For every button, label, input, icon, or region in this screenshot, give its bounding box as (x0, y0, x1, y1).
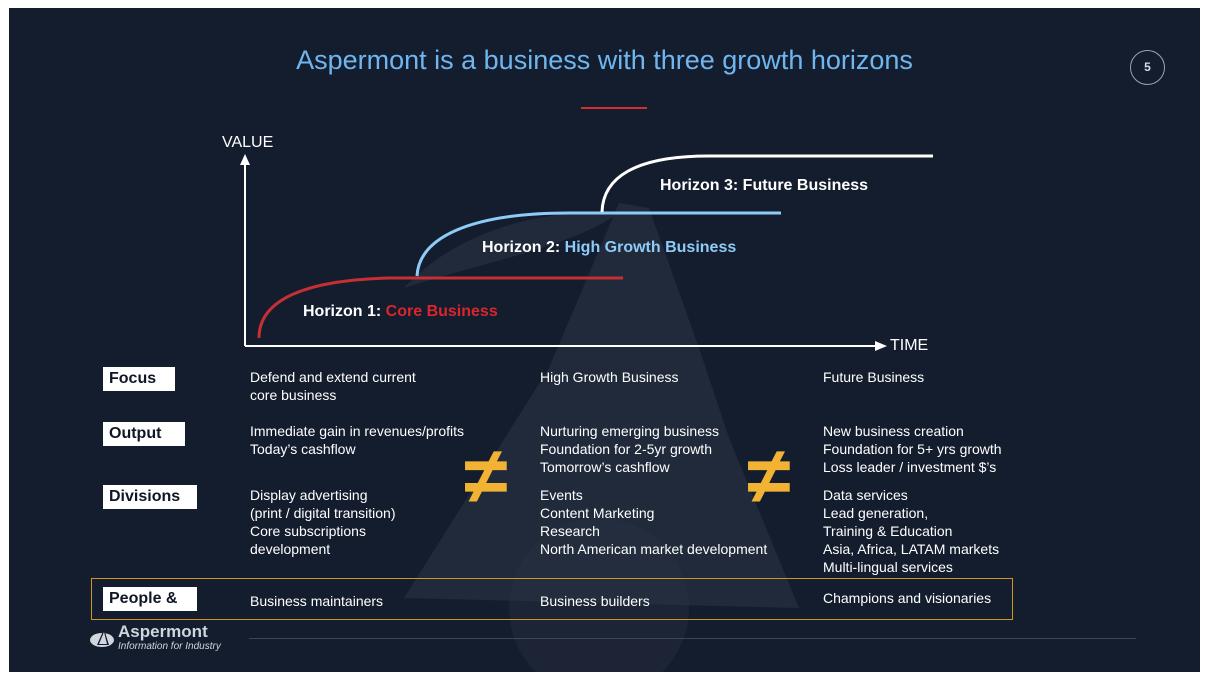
divisions-horizon-3: Data services Lead generation, Training … (823, 486, 999, 576)
slide: Aspermont is a business with three growt… (9, 8, 1200, 672)
horizon-3-prefix: Horizon 3: (660, 177, 743, 194)
horizon-1-prefix: Horizon 1: (303, 303, 386, 320)
focus-h1-line-2: core business (250, 387, 337, 403)
row-label-people: People & (103, 587, 197, 611)
divisions-h3-line-5: Multi-lingual services (823, 559, 953, 575)
divisions-h1-line-1: Display advertising (250, 487, 368, 503)
divisions-horizon-2: Events Content Marketing Research North … (540, 486, 767, 558)
people-horizon-3: Champions and visionaries (823, 589, 991, 607)
focus-horizon-1: Defend and extend current core business (250, 368, 416, 404)
output-h3-line-1: New business creation (823, 423, 964, 439)
not-equal-icon-2: ≠ (747, 431, 791, 520)
row-label-focus: Focus (103, 367, 175, 391)
people-horizon-2: Business builders (540, 592, 650, 610)
focus-h2-line-1: High Growth Business (540, 369, 679, 385)
aspermont-logo-icon (90, 629, 114, 647)
output-horizon-2: Nurturing emerging business Foundation f… (540, 422, 719, 476)
output-h1-line-1: Immediate gain in revenues/profits (250, 423, 464, 439)
focus-horizon-2: High Growth Business (540, 368, 679, 386)
people-horizon-1: Business maintainers (250, 592, 383, 610)
divisions-h2-line-1: Events (540, 487, 583, 503)
output-horizon-1: Immediate gain in revenues/profits Today… (250, 422, 464, 458)
page-number-badge: 5 (1130, 50, 1165, 85)
growth-horizons-diagram (240, 154, 933, 351)
divisions-h3-line-3: Training & Education (823, 523, 953, 539)
y-axis-label: VALUE (222, 134, 274, 151)
output-h3-line-2: Foundation for 5+ yrs growth (823, 441, 1002, 457)
people-h3-line-1: Champions and visionaries (823, 590, 992, 606)
people-h2-line-1: Business builders (540, 593, 650, 609)
focus-h1-line-1: Defend and extend current (250, 369, 416, 385)
output-h3-line-3: Loss leader / investment $’s (823, 459, 997, 475)
x-axis-label: TIME (890, 337, 929, 354)
divisions-h3-line-2: Lead generation, (823, 505, 929, 521)
not-equal-icon-1: ≠ (464, 431, 508, 520)
watermark-logo-graphic (404, 203, 799, 672)
horizon-3-name: Future Business (742, 177, 869, 194)
people-row-highlight-box (91, 578, 1013, 620)
horizon-1-curve (257, 276, 623, 339)
output-h1-line-2: Today’s cashflow (250, 441, 356, 457)
horizon-3-label: Horizon 3: Future Business (660, 177, 868, 195)
divisions-h2-line-2: Content Marketing (540, 505, 655, 521)
aspermont-logo: Aspermont Information for Industry (89, 622, 249, 656)
divisions-h3-line-1: Data services (823, 487, 908, 503)
focus-horizon-3: Future Business (823, 368, 924, 386)
slide-title: Aspermont is a business with three growt… (296, 45, 913, 75)
people-h1-line-1: Business maintainers (250, 593, 384, 609)
divisions-horizon-1: Display advertising (print / digital tra… (250, 486, 396, 558)
output-horizon-3: New business creation Foundation for 5+ … (823, 422, 1002, 476)
logo-tagline: Information for Industry (118, 641, 221, 652)
horizon-2-curve (415, 211, 781, 277)
horizon-2-name: High Growth Business (564, 239, 737, 256)
title-underline (581, 107, 647, 109)
footer-divider (249, 638, 1136, 639)
divisions-h1-line-4: development (250, 541, 331, 557)
row-label-output: Output (103, 422, 185, 446)
focus-h3-line-1: Future Business (823, 369, 925, 385)
divisions-h3-line-4: Asia, Africa, LATAM markets (823, 541, 1000, 557)
y-axis-arrowhead (240, 154, 250, 165)
divisions-h1-line-3: Core subscriptions (250, 523, 366, 539)
horizon-1-name: Core Business (385, 303, 498, 320)
x-axis-arrowhead (875, 341, 887, 351)
logo-name: Aspermont (118, 622, 208, 641)
divisions-h1-line-2: (print / digital transition) (250, 505, 396, 521)
output-h2-line-1: Nurturing emerging business (540, 423, 719, 439)
output-h2-line-2: Foundation for 2-5yr growth (540, 441, 712, 457)
row-label-divisions: Divisions (103, 485, 197, 509)
horizon-2-prefix: Horizon 2: (482, 239, 565, 256)
horizon-2-label: Horizon 2: High Growth Business (482, 239, 736, 257)
divisions-h2-line-3: Research (540, 523, 600, 539)
horizon-1-label: Horizon 1: Core Business (303, 303, 498, 321)
output-h2-line-3: Tomorrow’s cashflow (540, 459, 670, 475)
divisions-h2-line-4: North American market development (540, 541, 768, 557)
horizon-3-curve (600, 154, 933, 213)
